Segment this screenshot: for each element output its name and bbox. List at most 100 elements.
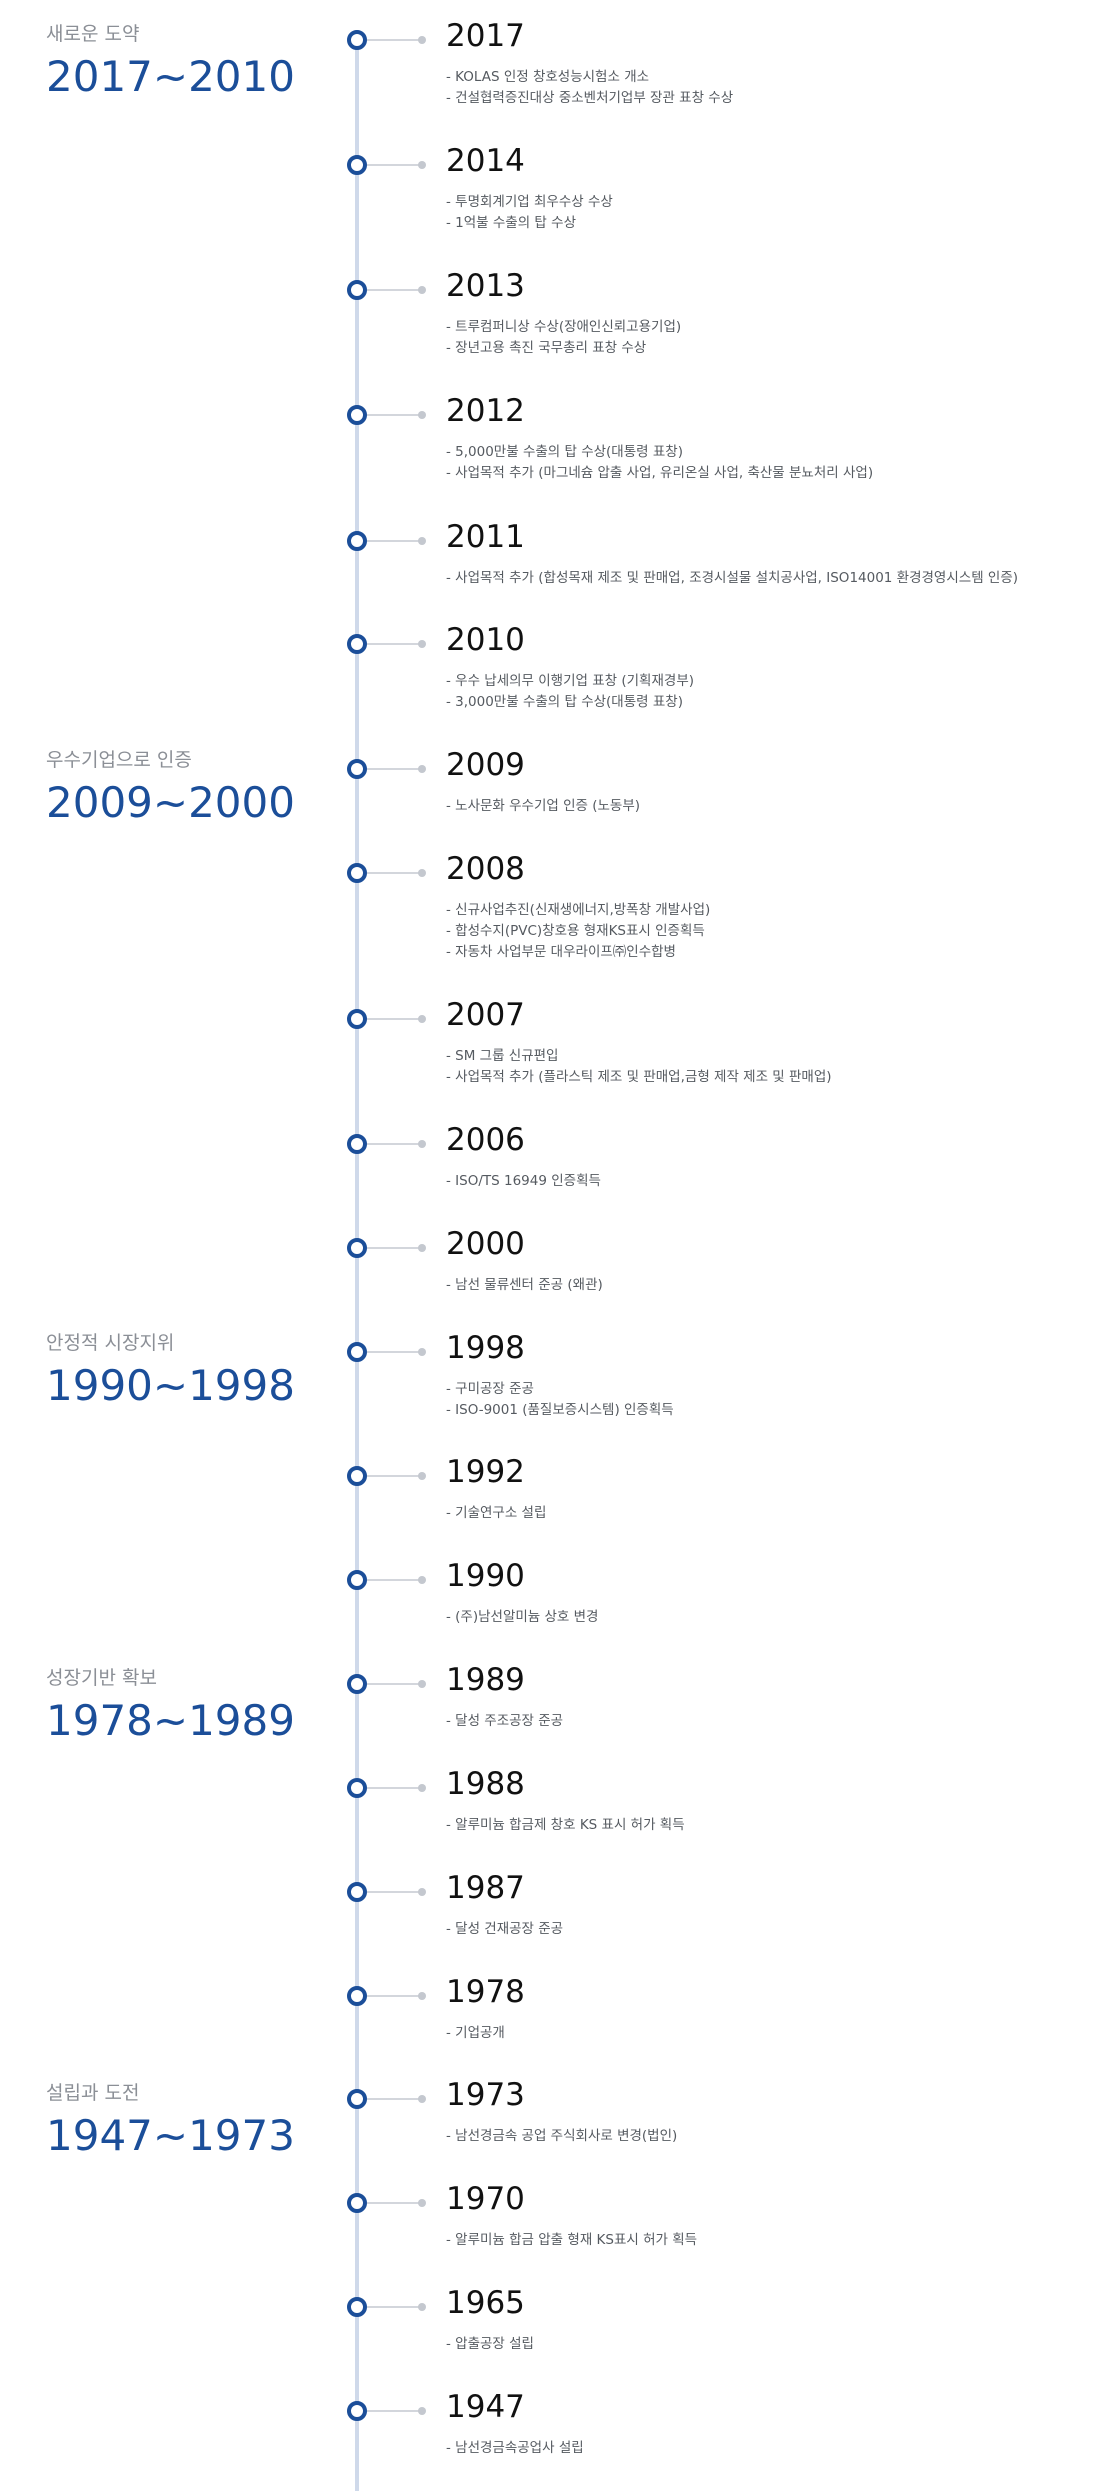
entry-item-list: - 기업공개 [446, 2023, 505, 2044]
connector-end-dot-icon [418, 869, 426, 877]
connector-line [367, 2410, 422, 2412]
entry-item: - 5,000만불 수출의 탑 수상(대통령 표창) [446, 444, 683, 460]
entry-item: - 건설협력증진대상 중소벤처기업부 장관 표창 수상 [446, 90, 734, 106]
connector-end-dot-icon [418, 286, 426, 294]
connector-end-dot-icon [418, 1244, 426, 1252]
entry-year: 2014 [446, 143, 525, 179]
entry-item: - (주)남선알미늄 상호 변경 [446, 1609, 599, 1625]
entry-year: 2009 [446, 747, 525, 783]
connector-line [367, 1351, 422, 1353]
entry-item: - 노사문화 우수기업 인증 (노동부) [446, 798, 641, 814]
entry-item: - 기업공개 [446, 2025, 505, 2041]
entry-item: - ISO-9001 (품질보증시스템) 인증획득 [446, 1402, 674, 1418]
entry-year: 2017 [446, 18, 525, 54]
connector-line [367, 1995, 422, 1997]
entry-item-list: - 구미공장 준공 - ISO-9001 (품질보증시스템) 인증획득 [446, 1379, 674, 1421]
connector-line [367, 540, 422, 542]
entry-year: 1988 [446, 1766, 525, 1802]
entry-item: - 우수 납세의무 이행기업 표창 (기획재경부) [446, 673, 695, 689]
entry-item: - 압출공장 설립 [446, 2336, 534, 2352]
era-range: 1947~1973 [46, 2111, 295, 2160]
entry-item: - 구미공장 준공 [446, 1381, 534, 1397]
connector-end-dot-icon [418, 1015, 426, 1023]
timeline-dot-icon [347, 1238, 367, 1258]
entry-item: - 신규사업추진(신재생에너지,방폭창 개발사업) [446, 902, 711, 918]
connector-line [367, 872, 422, 874]
timeline-dot-icon [347, 531, 367, 551]
timeline-dot-icon [347, 405, 367, 425]
entry-year: 1989 [446, 1662, 525, 1698]
entry-item-list: - 노사문화 우수기업 인증 (노동부) [446, 796, 640, 817]
timeline-dot-icon [347, 30, 367, 50]
timeline-dot-icon [347, 1134, 367, 1154]
entry-item: - 사업목적 추가 (마그네슘 압출 사업, 유리온실 사업, 축산물 분뇨처리… [446, 465, 874, 481]
timeline-dot-icon [347, 1570, 367, 1590]
entry-year: 1973 [446, 2077, 525, 2113]
connector-line [367, 164, 422, 166]
entry-item-list: - (주)남선알미늄 상호 변경 [446, 1607, 598, 1628]
era-range: 1990~1998 [46, 1361, 295, 1410]
entry-year: 1992 [446, 1454, 525, 1490]
era-label: 우수기업으로 인증 [46, 749, 192, 771]
entry-item: - SM 그룹 신규편입 [446, 1048, 559, 1064]
connector-line [367, 2306, 422, 2308]
entry-item-list: - 달성 건재공장 준공 [446, 1919, 563, 1940]
entry-item-list: - ISO/TS 16949 인증획득 [446, 1171, 601, 1192]
connector-end-dot-icon [418, 1888, 426, 1896]
era-range: 1978~1989 [46, 1696, 295, 1745]
entry-year: 1990 [446, 1558, 525, 1594]
entry-item-list: - 알루미늄 합금 압출 형재 KS표시 허가 획득 [446, 2230, 697, 2251]
entry-item-list: - 신규사업추진(신재생에너지,방폭창 개발사업) - 합성수지(PVC)창호용 … [446, 900, 710, 963]
entry-item: - 트루컴퍼니상 수상(장애인신뢰고용기업) [446, 319, 682, 335]
entry-item-list: - 우수 납세의무 이행기업 표창 (기획재경부)- 3,000만불 수출의 탑… [446, 671, 694, 713]
era-range: 2009~2000 [46, 778, 295, 827]
era-label: 새로운 도약 [46, 23, 140, 45]
entry-year: 2008 [446, 851, 525, 887]
connector-end-dot-icon [418, 161, 426, 169]
timeline-line [355, 38, 359, 2491]
entry-year: 1978 [446, 1974, 525, 2010]
timeline-dot-icon [347, 280, 367, 300]
entry-year: 2012 [446, 393, 525, 429]
entry-year: 1965 [446, 2285, 525, 2321]
timeline-dot-icon [347, 2193, 367, 2213]
connector-end-dot-icon [418, 2095, 426, 2103]
timeline-dot-icon [347, 1674, 367, 1694]
connector-end-dot-icon [418, 537, 426, 545]
connector-line [367, 289, 422, 291]
entry-year: 1987 [446, 1870, 525, 1906]
entry-item-list: - 압출공장 설립 [446, 2334, 534, 2355]
entry-year: 2013 [446, 268, 525, 304]
entry-item-list: - 남선경금속 공업 주식회사로 변경(법인) [446, 2126, 677, 2147]
connector-end-dot-icon [418, 2407, 426, 2415]
entry-item-list: - 남선경금속공업사 설립 [446, 2438, 584, 2459]
entry-item-list: - 알루미늄 합금제 창호 KS 표시 허가 획득 [446, 1815, 685, 1836]
entry-item-list: - 달성 주조공장 준공 [446, 1711, 563, 1732]
entry-item: - 남선경금속 공업 주식회사로 변경(법인) [446, 2128, 678, 2144]
entry-item-list: - 트루컴퍼니상 수상(장애인신뢰고용기업)- 장년고용 촉진 국무총리 표창 … [446, 317, 681, 359]
connector-line [367, 1891, 422, 1893]
connector-end-dot-icon [418, 765, 426, 773]
entry-item: - 알루미늄 합금 압출 형재 KS표시 허가 획득 [446, 2232, 698, 2248]
timeline-dot-icon [347, 1778, 367, 1798]
entry-item: - 자동차 사업부문 대우라이프㈜인수합병 [446, 944, 676, 960]
connector-line [367, 1475, 422, 1477]
entry-item: - 달성 건재공장 준공 [446, 1921, 564, 1937]
connector-line [367, 1787, 422, 1789]
era-label: 성장기반 확보 [46, 1667, 157, 1689]
connector-end-dot-icon [418, 1140, 426, 1148]
era-block: 성장기반 확보 1978~1989 [46, 1667, 295, 1745]
entry-item: - ISO/TS 16949 인증획득 [446, 1173, 601, 1189]
entry-item-list: - SM 그룹 신규편입- 사업목적 추가 (플라스틱 제조 및 판매업,금형 … [446, 1046, 832, 1088]
connector-end-dot-icon [418, 640, 426, 648]
entry-item: - 기술연구소 설립 [446, 1505, 547, 1521]
era-range: 2017~2010 [46, 52, 295, 101]
entry-year: 1970 [446, 2181, 525, 2217]
connector-end-dot-icon [418, 1576, 426, 1584]
entry-item: - 사업목적 추가 (합성목재 제조 및 판매업, 조경시설물 설치공사업, I… [446, 570, 1019, 586]
entry-item: - 합성수지(PVC)창호용 형재KS표시 인증획득 [446, 923, 705, 939]
entry-year: 1947 [446, 2389, 525, 2425]
timeline-dot-icon [347, 2089, 367, 2109]
